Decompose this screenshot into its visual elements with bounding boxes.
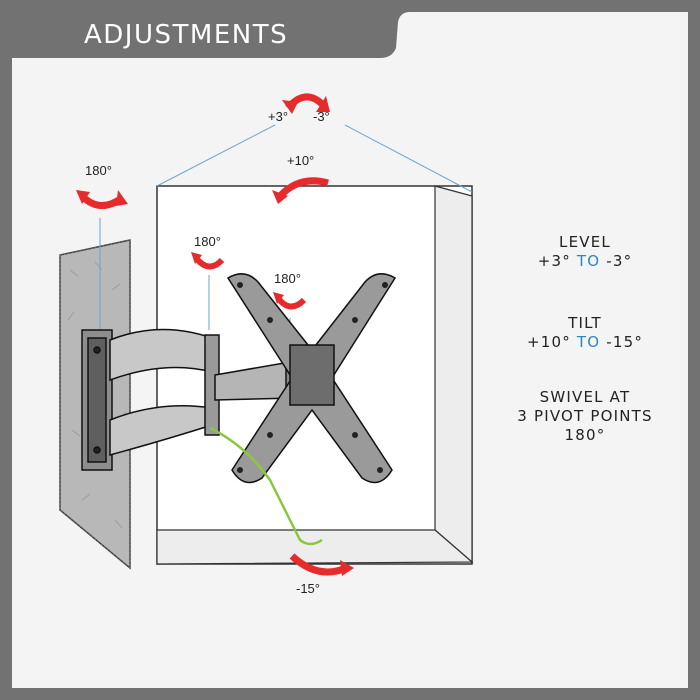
swivel-spec-line3: 180°: [564, 426, 606, 444]
level-spec-to: -3°: [606, 252, 633, 270]
mount-arm: [109, 328, 317, 456]
wall-plate: [81, 329, 113, 471]
tilt-down-arrow-icon: [289, 553, 354, 576]
cable: [209, 426, 323, 546]
tilt-spec-range: +10° TO -15°: [485, 333, 685, 352]
level-spec-title: LEVEL: [559, 233, 611, 251]
tilt-up-label: +10°: [287, 153, 314, 168]
plate-swivel-arrow-icon: [273, 292, 307, 310]
page-title: ADJUSTMENTS: [84, 20, 289, 50]
level-minus-label: -3°: [313, 109, 330, 124]
vesa-bracket: [226, 273, 397, 484]
tilt-spec: TILT +10° TO -15°: [485, 314, 685, 352]
wall-swivel-arrow-icon: [76, 190, 128, 209]
arm-swivel-label: 180°: [194, 234, 221, 249]
level-spec-range: +3° TO -3°: [485, 252, 685, 271]
tilt-spec-from: +10°: [526, 333, 571, 351]
plate-swivel-label: 180°: [274, 271, 301, 286]
level-plus-label: +3°: [268, 109, 288, 124]
tilt-down-label: -15°: [296, 581, 320, 596]
swivel-spec-line1: SWIVEL AT: [539, 388, 631, 406]
level-spec: LEVEL +3° TO -3°: [485, 233, 685, 271]
tilt-spec-title: TILT: [568, 314, 602, 332]
level-spec-to-word: TO: [576, 252, 601, 270]
wall-swivel-label: 180°: [85, 163, 112, 178]
swivel-spec-line2: 3 PIVOT POINTS: [517, 407, 653, 425]
level-spec-from: +3°: [537, 252, 571, 270]
tilt-spec-to: -15°: [606, 333, 644, 351]
swivel-spec: SWIVEL AT 3 PIVOT POINTS 180°: [485, 388, 685, 445]
tilt-up-arrow-icon: [272, 177, 329, 204]
level-arrow-icon: [282, 93, 330, 114]
tilt-spec-to-word: TO: [576, 333, 601, 351]
arm-swivel-arrow-icon: [191, 252, 225, 270]
